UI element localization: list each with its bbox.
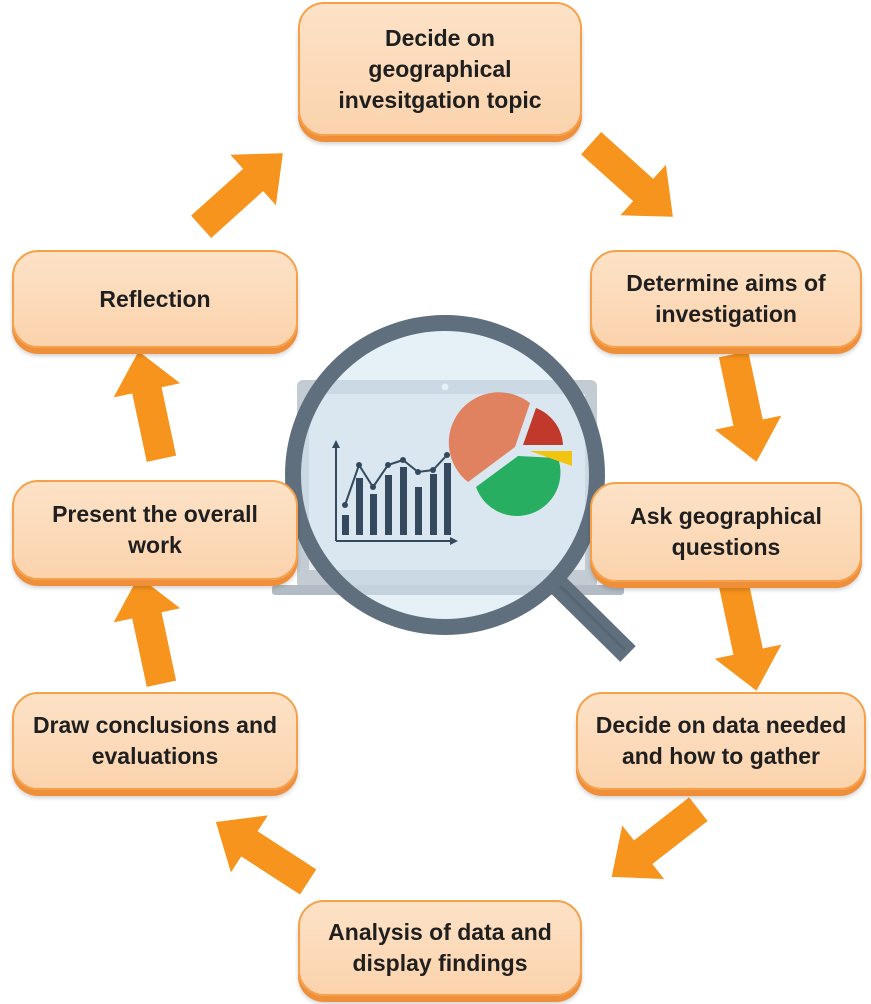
step-text: Determine aims of [626,270,826,296]
step-text: Reflection [99,285,211,312]
step-text: questions [671,534,781,560]
step-box-reflection: Reflection [12,250,298,348]
pie-chart-icon [448,392,572,516]
step-box-questions: Ask geographical questions [590,482,862,582]
step-text: Present the overall [52,501,258,527]
step-box-topic: Decide on geographical invesitgation top… [298,2,582,136]
step-text: evaluations [91,743,219,769]
step-text: and how to gather [621,743,821,769]
step-text: work [128,532,182,558]
step-box-data: Decide on data needed and how to gather [576,692,866,790]
step-box-present: Present the overall work [12,480,298,580]
step-text: Ask geographical [630,503,822,529]
step-text: investigation [655,301,797,327]
step-box-conclusions: Draw conclusions and evaluations [12,692,298,790]
step-box-analysis: Analysis of data and display findings [298,900,582,996]
step-text: invesitgation topic [338,86,542,113]
magnifying-glass-icon [285,315,636,662]
step-text: Decide on data needed [595,712,847,738]
step-text: display findings [352,950,528,976]
step-box-aims: Determine aims of investigation [590,250,862,348]
step-text: Decide on [385,24,495,51]
step-text: Draw conclusions and [32,712,278,738]
step-text: geographical [368,55,512,82]
step-text: Analysis of data and [328,919,552,945]
bar-line-chart-icon [332,440,458,545]
